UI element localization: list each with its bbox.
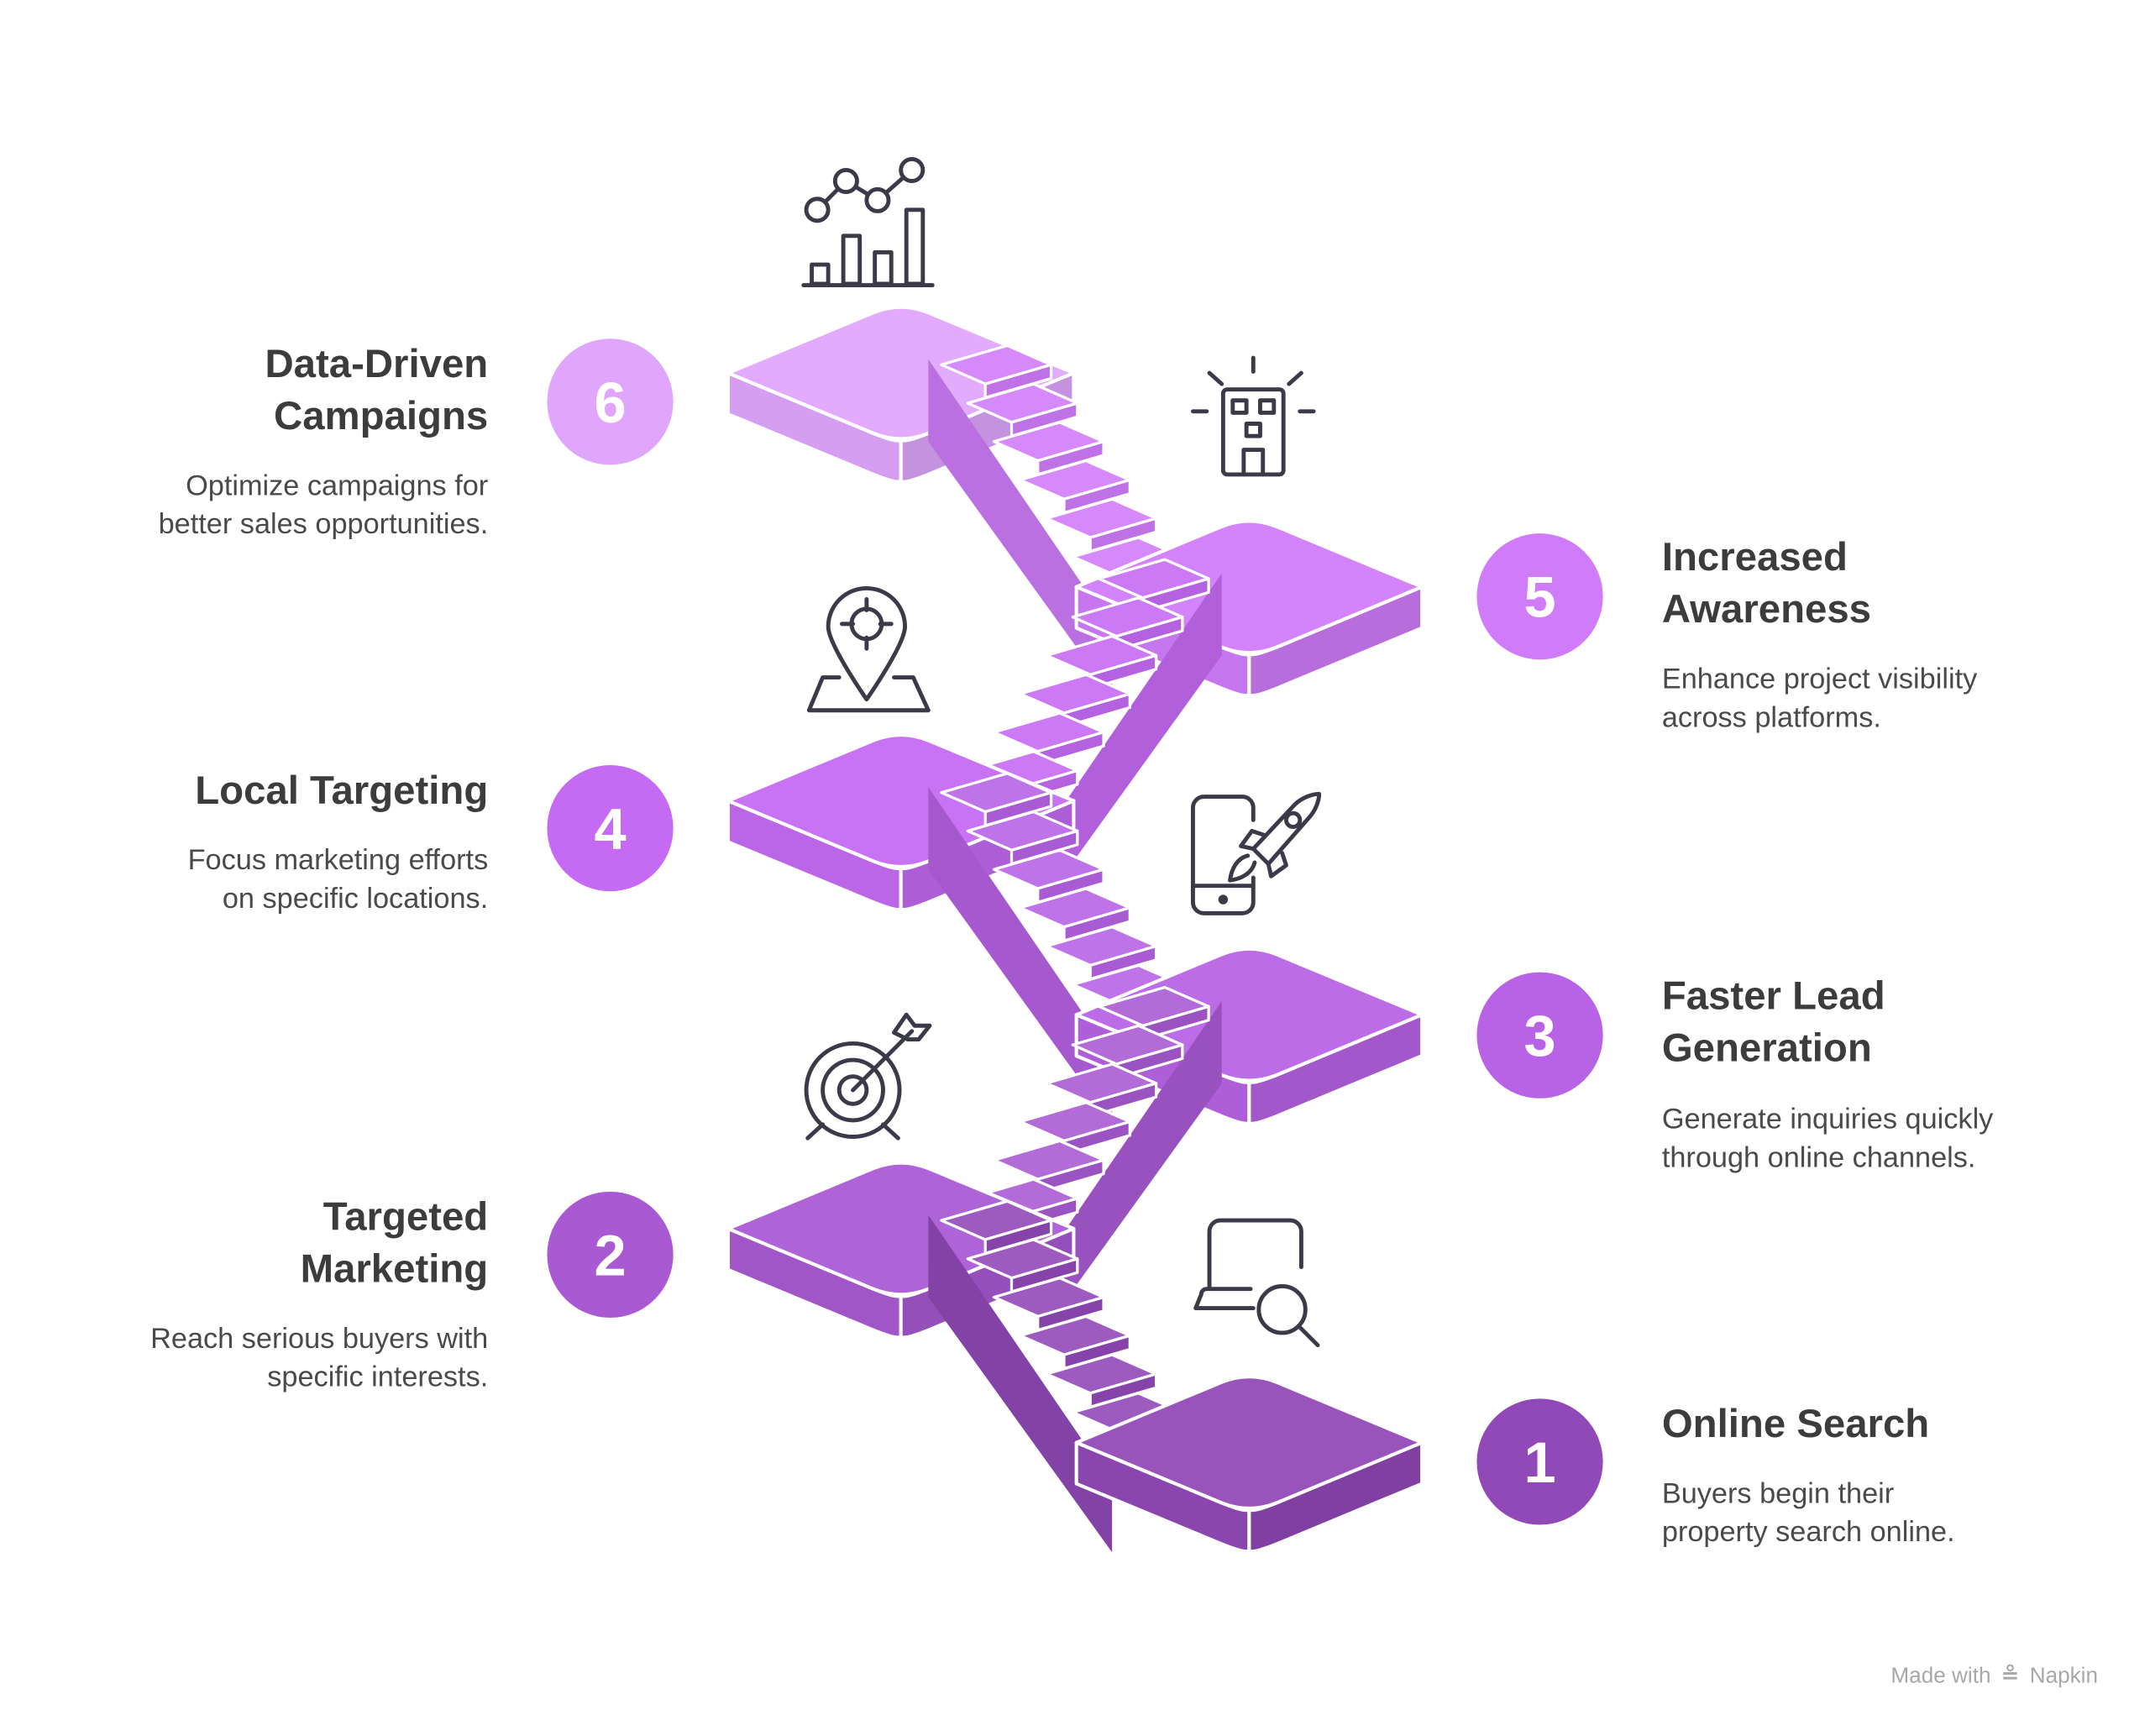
step-4-number: 4: [594, 797, 626, 862]
stair-riser: [1088, 1372, 1158, 1408]
stair-riser: [1088, 944, 1158, 981]
step-1-title-line: Online Search: [1661, 1403, 1930, 1447]
napkin-watermark[interactable]: Made with ≗ Napkin: [1890, 1662, 2098, 1690]
step-1-number-badge: 1: [1476, 1398, 1603, 1525]
step-4-description: Focus marketing efforts on specific loca…: [188, 842, 489, 918]
step-6-desc-line: better sales opportunities.: [158, 508, 489, 541]
step-4-desc-line: on specific locations.: [222, 883, 489, 915]
step-6-number-badge: 6: [547, 338, 674, 465]
step-1-number: 1: [1523, 1430, 1555, 1495]
stair-riser: [1062, 478, 1131, 515]
step-1-desc-line: Buyers begin their: [1661, 1478, 1895, 1510]
step-5-desc-line: across platforms.: [1661, 701, 1881, 734]
step-2-title-line: Targeted: [322, 1195, 489, 1240]
step-2-title-line: Marketing: [300, 1247, 489, 1293]
icons: [801, 156, 1322, 1348]
step-4-title: Local Targeting: [195, 765, 488, 817]
step-2-number: 2: [594, 1223, 626, 1288]
step-6-description: Optimize campaigns for better sales oppo…: [159, 468, 489, 544]
stair-riser: [983, 791, 1053, 827]
stair-riser: [1062, 1334, 1131, 1371]
step-6-title-line: Data-Driven: [265, 343, 489, 387]
step-2-description: Reach serious buyers with specific inter…: [150, 1320, 488, 1397]
step-3-desc-line: through online channels.: [1661, 1142, 1976, 1174]
step-2-desc-line: Reach serious buyers with: [150, 1323, 489, 1356]
watermark-brand: Napkin: [2029, 1665, 2099, 1688]
step-3-description: Generate inquiries quickly through onlin…: [1662, 1101, 1994, 1177]
stair-riser: [1036, 440, 1105, 476]
step-4-desc-line: Focus marketing efforts: [187, 844, 489, 877]
phone-rocket-icon: [1190, 791, 1322, 915]
step-2-desc-line: specific interests.: [267, 1361, 489, 1393]
stair-riser: [1009, 829, 1079, 866]
step-6-title: Data-Driven Campaigns: [265, 338, 488, 443]
napkin-logo-icon: ≗: [2001, 1665, 2020, 1688]
building-icon: [1190, 355, 1316, 477]
step-3-title-line: Generation: [1661, 1026, 1872, 1072]
step-3-number-badge: 3: [1476, 972, 1603, 1099]
chart-analytics-icon: [801, 156, 935, 288]
step-5-title-line: Increased: [1661, 536, 1848, 580]
stair-riser: [1036, 1295, 1105, 1332]
step-5-desc-line: Enhance project visibility: [1661, 663, 1978, 695]
step-1-desc-line: property search online.: [1661, 1516, 1955, 1549]
step-2-number-badge: 2: [547, 1191, 674, 1319]
step-5-description: Enhance project visibility across platfo…: [1662, 661, 1977, 737]
platform-top: [1074, 1375, 1424, 1510]
stair-riser: [1009, 1257, 1079, 1293]
step-6-number: 6: [594, 370, 626, 435]
platform-1: [1074, 1375, 1424, 1554]
step-1-title: Online Search: [1662, 1398, 1929, 1450]
target-arrow-icon: [804, 1012, 932, 1141]
watermark-prefix: Made with: [1890, 1665, 1991, 1688]
step-1-description: Buyers begin their property search onlin…: [1662, 1476, 1955, 1552]
stair-riser: [983, 363, 1053, 400]
step-3-title-line: Faster Lead: [1661, 974, 1885, 1020]
step-3-title: Faster Lead Generation: [1662, 971, 1885, 1075]
step-2-title: Targeted Marketing: [301, 1192, 489, 1296]
step-5-number-badge: 5: [1476, 533, 1603, 660]
stair-riser: [983, 1219, 1053, 1255]
step-4-number-badge: 4: [547, 765, 674, 892]
step-5-title: Increased Awareness: [1662, 532, 1871, 636]
stair-riser: [1062, 906, 1131, 942]
step-3-desc-line: Generate inquiries quickly: [1661, 1104, 1994, 1135]
step-5-title-line: Awareness: [1661, 588, 1872, 632]
location-pin-icon: [806, 585, 931, 713]
staircase: 1 2 3 4 5 6: [547, 305, 1603, 1554]
step-5-number: 5: [1523, 565, 1555, 630]
step-6-title-line: Campaigns: [274, 395, 489, 439]
step-3-number: 3: [1523, 1004, 1555, 1068]
laptop-search-icon: [1193, 1218, 1320, 1348]
step-6-desc-line: Optimize campaigns for: [186, 470, 489, 502]
stair-riser: [1009, 401, 1079, 438]
stair-riser: [1036, 868, 1105, 904]
step-4-title-line: Local Targeting: [195, 768, 489, 814]
stair-riser: [1088, 517, 1158, 553]
